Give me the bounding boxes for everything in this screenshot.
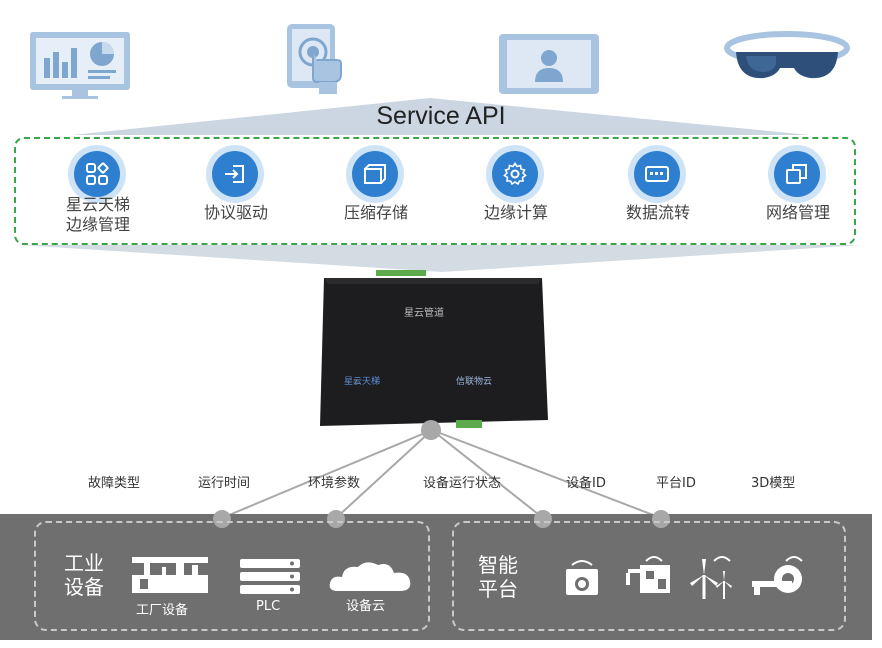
service-api-title: Service API xyxy=(376,102,506,130)
keyword-device-id: 设备ID xyxy=(566,476,606,491)
group-title-industrial: 工业 设备 xyxy=(64,551,104,599)
service-edge-computing: 边缘计算 xyxy=(456,139,576,239)
storage-box-icon xyxy=(352,151,398,197)
crane-machine-icon xyxy=(624,555,674,601)
keyword-fault-type: 故障类型 xyxy=(88,476,141,491)
device-label-plc: PLC xyxy=(256,599,281,614)
services-panel: 星云天梯 边缘管理 协议驱动 压缩存储 边缘计算 数据流转 网络管理 xyxy=(14,137,856,245)
keyword-platform-id: 平台ID xyxy=(656,476,696,491)
gear-icon xyxy=(492,151,538,197)
hub-node xyxy=(421,420,441,440)
service-label: 边缘计算 xyxy=(483,203,548,222)
device-label-cloud: 设备云 xyxy=(346,599,386,614)
service-compressed-storage: 压缩存储 xyxy=(316,139,436,239)
video-screen-icon xyxy=(497,22,601,102)
cloud-icon xyxy=(328,559,414,597)
link-node xyxy=(327,510,345,528)
medical-scanner-icon xyxy=(750,555,810,601)
industrial-devices-group: 工业 设备 工厂设备 PLC 设备云 xyxy=(34,521,430,631)
device-brand-right: 信联物云 xyxy=(456,377,493,387)
service-label: 数据流转 xyxy=(625,203,690,222)
tablet-touch-icon xyxy=(283,20,353,100)
keyword-env-params: 环境参数 xyxy=(308,476,361,491)
wind-turbine-icon xyxy=(690,555,740,603)
washing-machine-icon xyxy=(562,557,602,601)
group-title-smart: 智能 平台 xyxy=(478,553,518,601)
link-node xyxy=(534,510,552,528)
service-label: 压缩存储 xyxy=(343,203,408,222)
keyword-3d-model: 3D模型 xyxy=(751,476,796,491)
service-protocol-driver: 协议驱动 xyxy=(176,139,296,239)
plc-server-icon xyxy=(240,557,300,601)
link-node xyxy=(652,510,670,528)
service-edge-management: 星云天梯 边缘管理 xyxy=(38,139,158,239)
dashboard-monitor-icon xyxy=(28,22,132,102)
keyword-device-status: 设备运行状态 xyxy=(423,476,502,491)
windows-icon xyxy=(774,151,820,197)
device-brand-left: 星云天梯 xyxy=(344,377,381,387)
service-data-flow: 数据流转 xyxy=(598,139,718,239)
data-flow-icon xyxy=(634,151,680,197)
apps-icon xyxy=(74,151,120,197)
edge-gateway-device: 星云管道 星云天梯 信联物云 xyxy=(316,270,548,430)
service-network-management: 网络管理 xyxy=(738,139,858,239)
service-label: 协议驱动 xyxy=(203,203,268,222)
service-label: 网络管理 xyxy=(765,203,830,222)
service-label: 星云天梯 边缘管理 xyxy=(65,195,130,234)
device-label-factory: 工厂设备 xyxy=(136,603,189,618)
device-label-top: 星云管道 xyxy=(404,308,444,319)
keyword-run-time: 运行时间 xyxy=(198,476,251,491)
factory-equipment-icon xyxy=(130,553,210,603)
vr-headset-icon xyxy=(724,28,850,108)
link-node xyxy=(213,510,231,528)
login-icon xyxy=(212,151,258,197)
smart-platform-group: 智能 平台 xyxy=(452,521,846,631)
